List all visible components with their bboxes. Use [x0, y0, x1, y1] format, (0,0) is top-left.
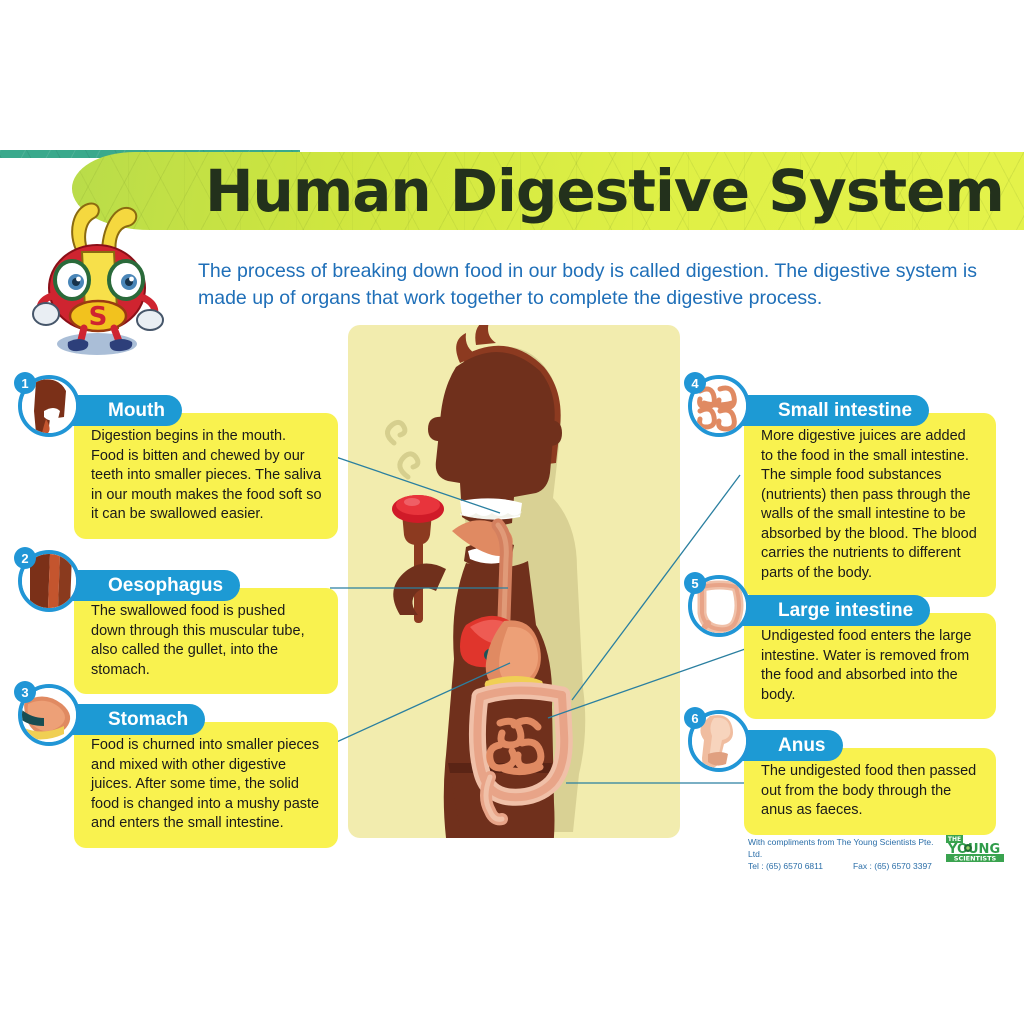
- section-number-1: 1: [14, 372, 36, 394]
- logo-scientists: SCIENTISTS: [954, 855, 997, 863]
- footer-tel: Tel : (65) 6570 6811: [748, 861, 823, 871]
- small-intestine-organ-icon: [688, 375, 750, 437]
- section-label-stomach: Stomach: [56, 704, 206, 735]
- section-number-2: 2: [14, 547, 36, 569]
- section-text-small-intestine: More digestive juices are added to the f…: [744, 413, 996, 597]
- anus-organ-icon: [688, 710, 750, 772]
- intro-paragraph: The process of breaking down food in our…: [198, 260, 977, 309]
- oesophagus-organ-icon: [18, 550, 80, 612]
- illustration-panel: [348, 319, 680, 865]
- footer-compliments: With compliments from The Young Scientis…: [748, 837, 934, 859]
- human-body-digestive-cutaway: [385, 319, 586, 865]
- section-number-4: 4: [684, 372, 706, 394]
- section-text-oesophagus: The swallowed food is pushed down throug…: [74, 588, 338, 694]
- young-scientists-logo: THE YOUNG SCIENTISTS: [946, 833, 1004, 863]
- young-scientists-mascot: S: [30, 192, 165, 362]
- logo-young: YOUNG: [947, 842, 1000, 857]
- stomach-organ-icon: [18, 684, 80, 746]
- footer-fax: Fax : (65) 6570 3397: [852, 861, 932, 871]
- section-text-stomach: Food is churned into smaller pieces and …: [74, 722, 338, 848]
- banner-main: [72, 152, 1024, 230]
- section-number-6: 6: [684, 707, 706, 729]
- section-text-large-intestine: Undigested food enters the large intesti…: [744, 613, 996, 719]
- section-label-small-intestine: Small intestine: [726, 395, 930, 426]
- section-label-large-intestine: Large intestine: [726, 595, 931, 626]
- section-label-oesophagus: Oesophagus: [56, 570, 241, 601]
- section-number-5: 5: [684, 572, 706, 594]
- logo-the: THE: [948, 836, 961, 843]
- section-text-anus: The undigested food then passed out from…: [744, 748, 996, 835]
- footer-credits: With compliments from The Young Scientis…: [748, 836, 948, 872]
- banner-weave-texture: [72, 152, 1024, 230]
- section-text-mouth: Digestion begins in the mouth. Food is b…: [74, 413, 338, 539]
- section-number-3: 3: [14, 681, 36, 703]
- page-title: Human Digestive System: [205, 157, 1005, 225]
- mascot-s-letter: S: [89, 302, 108, 332]
